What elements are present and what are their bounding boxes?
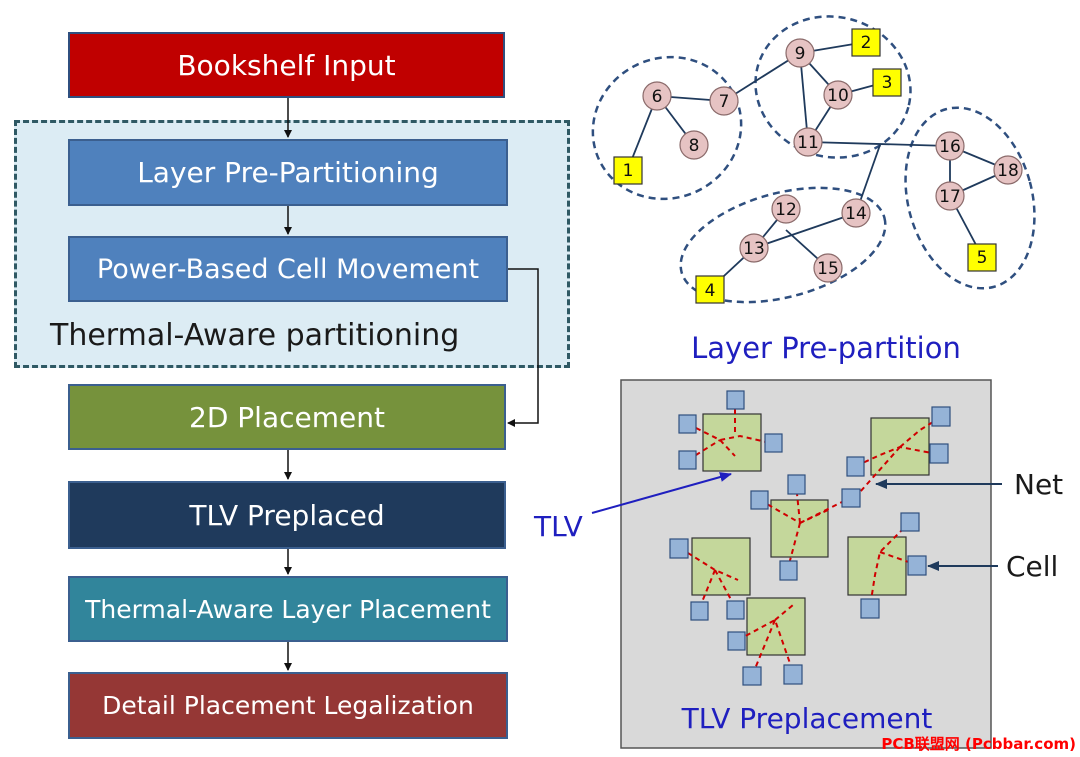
- step-layer-pre-partitioning: Layer Pre-Partitioning: [68, 139, 508, 206]
- pin-label: 5: [977, 248, 988, 268]
- step-label: Power-Based Cell Movement: [96, 253, 480, 285]
- tlv-square: [726, 600, 745, 620]
- node-label: 9: [795, 44, 806, 64]
- step-detail-placement-legalization: Detail Placement Legalization: [68, 672, 508, 739]
- graph-node: [785, 38, 815, 68]
- tlv-square: [726, 390, 745, 410]
- pin-square: [851, 28, 881, 57]
- net-lines: [679, 400, 942, 677]
- node-label: 17: [939, 187, 961, 207]
- node-label: 7: [719, 92, 730, 112]
- tlv-square: [787, 474, 806, 495]
- partition-ellipse: [591, 55, 743, 201]
- graph-node: [935, 181, 965, 211]
- node-label: 11: [797, 133, 819, 153]
- node-label: 6: [652, 87, 663, 107]
- step-2d-placement: 2D Placement: [68, 384, 506, 450]
- tlv-square: [750, 490, 769, 510]
- step-thermal-aware-layer-placement: Thermal-Aware Layer Placement: [68, 576, 508, 642]
- watermark: PCB联盟网 (Pcbbar.com): [881, 735, 1076, 753]
- node-label: 15: [817, 259, 839, 279]
- tlv-pointer-arrow: [591, 472, 732, 514]
- graph-node: [993, 155, 1023, 185]
- node-label: 13: [743, 239, 765, 259]
- tlv-square: [690, 601, 709, 621]
- tlv-square: [727, 631, 746, 651]
- graph-node: [771, 194, 801, 224]
- tlv-square: [783, 664, 803, 685]
- graph-node: [793, 127, 823, 157]
- node-label: 14: [845, 204, 867, 224]
- step-power-based-cell-movement: Power-Based Cell Movement: [68, 236, 508, 302]
- cell-block: [702, 413, 762, 472]
- cell-block: [691, 537, 751, 596]
- pin-square: [613, 156, 643, 185]
- preplacement-frame: [620, 379, 992, 749]
- tlv-square: [931, 406, 951, 427]
- cell-label: Cell: [1006, 550, 1058, 583]
- cell-block: [746, 597, 806, 656]
- pin-label: 3: [882, 73, 893, 93]
- tlv-square: [669, 538, 689, 559]
- node-label: 10: [827, 86, 849, 106]
- tlv-square: [900, 512, 920, 532]
- graph-node: [739, 233, 769, 263]
- graph-node: [841, 198, 871, 228]
- arrow-power-to-2d: [507, 268, 539, 427]
- thermal-aware-partitioning-label: Thermal-Aware partitioning: [50, 318, 460, 353]
- graph-node: [813, 253, 843, 283]
- tlv-preplacement-panel: TLV Net Cell TLV Preplacement: [533, 379, 1063, 749]
- pin-square: [872, 68, 902, 97]
- layer-prepartition-caption: Layer Pre-partition: [691, 331, 961, 365]
- tlv-square: [764, 433, 783, 453]
- tlv-square: [846, 456, 865, 477]
- pin-label: 4: [705, 281, 716, 301]
- partition-ellipse: [679, 186, 887, 304]
- graph-node: [642, 81, 672, 111]
- tlv-square: [678, 414, 697, 434]
- tlv-square: [678, 450, 697, 470]
- layer-prepartition-graph: 1 2 3 4 5: [591, 15, 1036, 365]
- graph-node: [935, 131, 965, 161]
- node-label: 8: [689, 136, 700, 156]
- pin-square: [967, 243, 997, 272]
- flow-arrows: [284, 98, 539, 671]
- graph-node: [823, 80, 853, 110]
- tlv-square: [929, 443, 949, 464]
- step-label: 2D Placement: [189, 400, 385, 434]
- tlv-square: [742, 666, 762, 686]
- pin-square: [695, 275, 725, 304]
- graph-node: [679, 130, 709, 160]
- step-bookshelf-input: Bookshelf Input: [68, 32, 505, 98]
- node-label: 12: [775, 200, 797, 220]
- node-label: 18: [997, 161, 1019, 181]
- partition-ellipse: [904, 106, 1036, 290]
- step-label: Thermal-Aware Layer Placement: [85, 594, 491, 624]
- partition-ellipse: [754, 15, 912, 159]
- graph-node: [709, 86, 739, 116]
- cell-block: [770, 499, 829, 558]
- step-label: Layer Pre-Partitioning: [137, 156, 439, 189]
- node-label: 16: [939, 137, 961, 157]
- tlv-square: [841, 488, 861, 508]
- pin-label: 2: [861, 33, 872, 53]
- step-label: Bookshelf Input: [177, 48, 396, 82]
- tlv-square: [860, 598, 880, 619]
- tlv-preplacement-caption: TLV Preplacement: [681, 702, 933, 735]
- tlv-square: [907, 555, 927, 576]
- step-tlv-preplaced: TLV Preplaced: [68, 481, 506, 549]
- tlv-square: [779, 560, 798, 581]
- pin-label: 1: [623, 161, 634, 181]
- step-label: TLV Preplaced: [189, 498, 385, 532]
- net-label: Net: [1014, 468, 1063, 501]
- tlv-label: TLV: [533, 510, 583, 543]
- step-label: Detail Placement Legalization: [102, 691, 474, 720]
